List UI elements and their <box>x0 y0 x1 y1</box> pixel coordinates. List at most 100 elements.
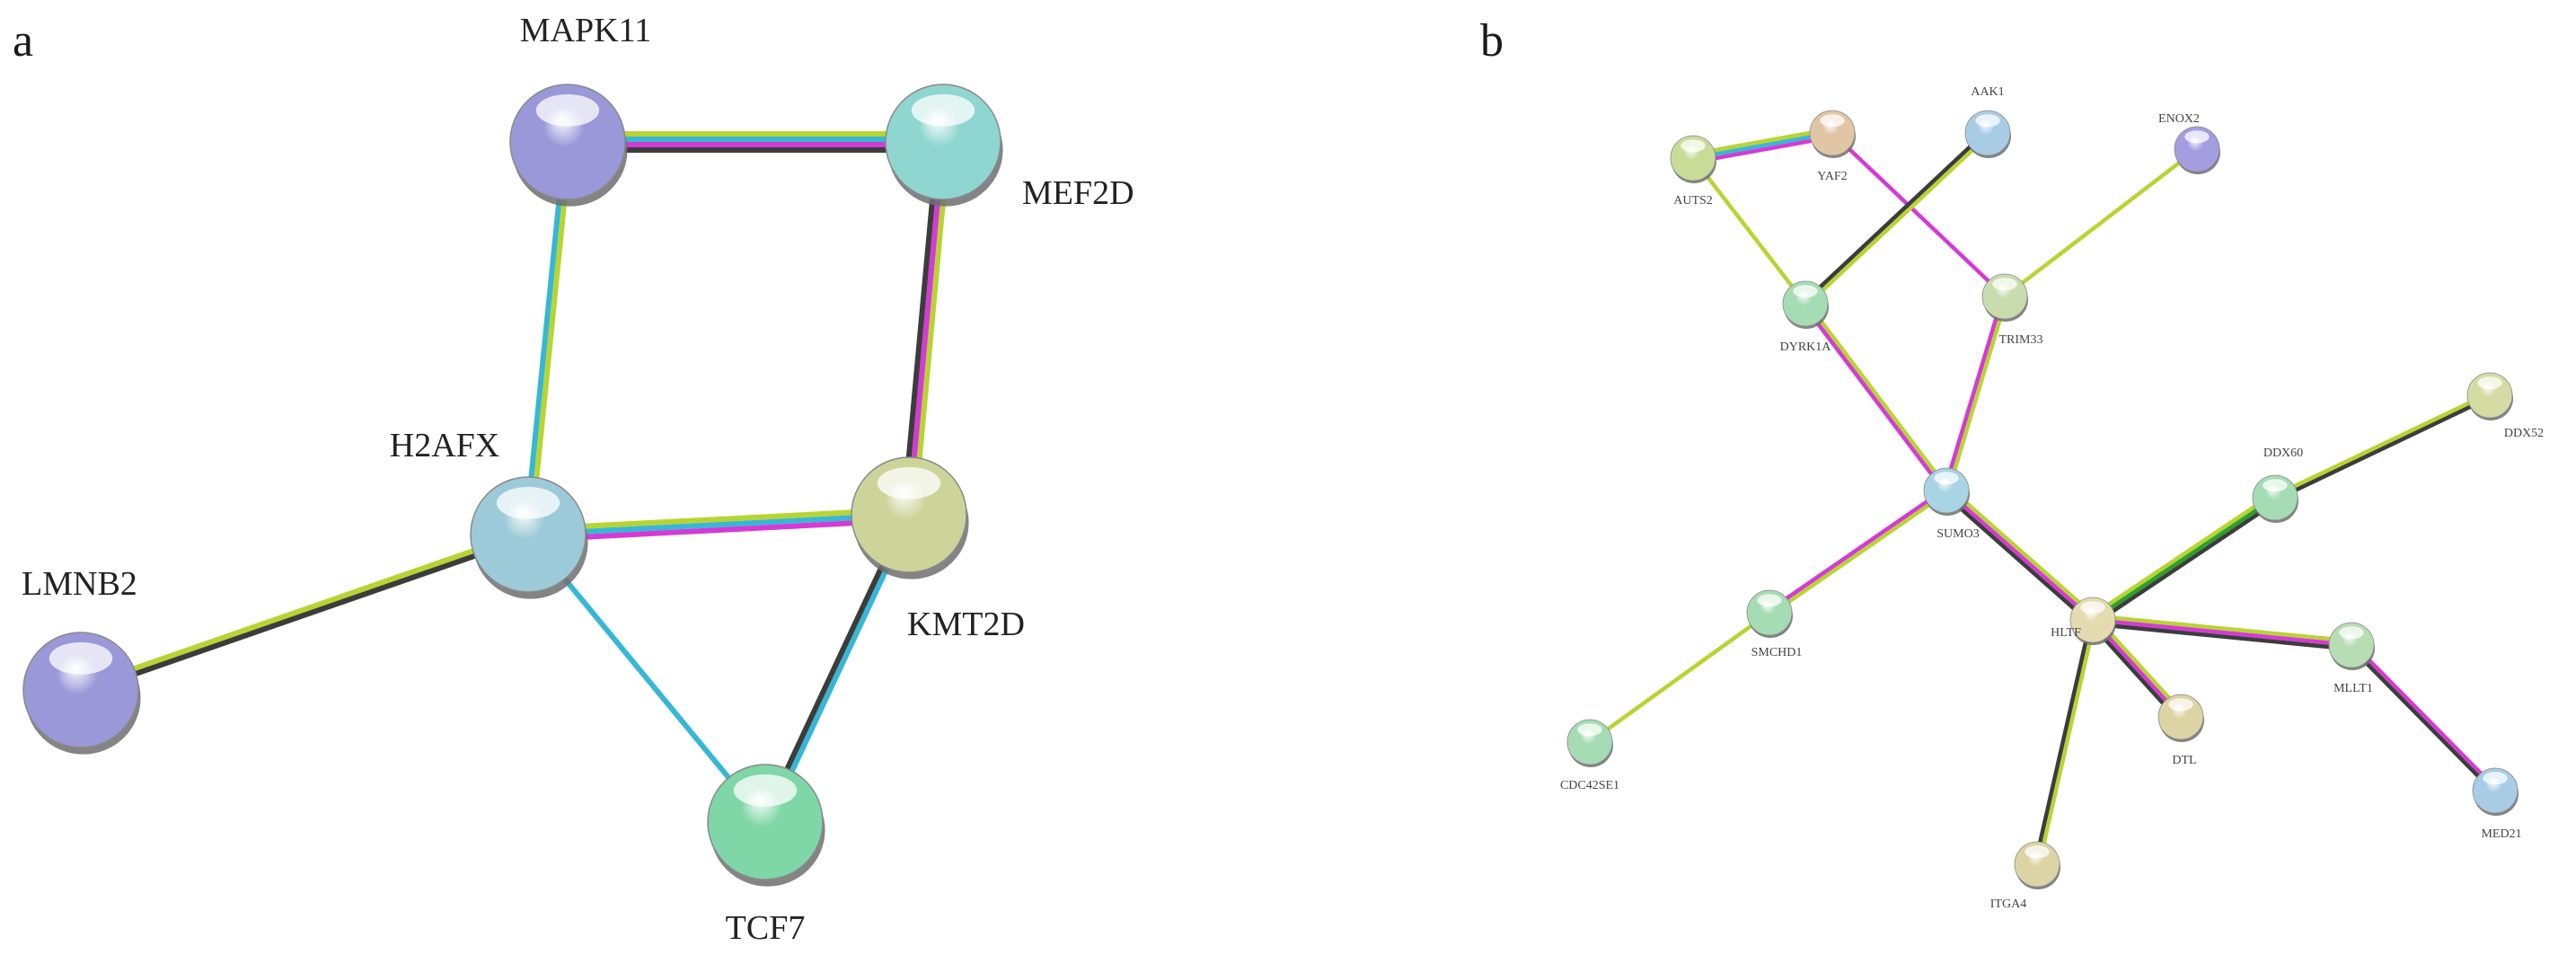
edge-evidence-line <box>1802 304 1946 493</box>
node-highlight <box>1757 594 1782 607</box>
node-h2afx: H2AFX <box>390 427 588 599</box>
edge-mapk11-mef2d <box>568 131 943 153</box>
edge-evidence-line <box>1942 491 2092 625</box>
panel-a-label: a <box>13 15 33 66</box>
node-cdc42se1: CDC42SE1 <box>1560 719 1619 792</box>
edge-evidence-line <box>2089 492 2274 619</box>
edge-aak1-dyrk1a <box>1802 129 1991 307</box>
node-highlight <box>1577 723 1602 737</box>
node-highlight <box>2184 130 2210 144</box>
edge-hltf-itga4 <box>2033 618 2097 866</box>
node-label-yaf2: YAF2 <box>1817 170 1847 183</box>
node-highlight <box>1681 139 1706 153</box>
node-ddx60: DDX60 <box>2252 447 2303 523</box>
node-mllt1: MLLT1 <box>2328 622 2375 695</box>
edge-sumo3-smchd1 <box>1767 487 1949 616</box>
node-highlight <box>1793 285 1818 298</box>
edge-evidence-line <box>1691 127 1832 156</box>
edge-evidence-line <box>528 141 573 535</box>
edge-evidence-line <box>1691 156 1807 305</box>
node-highlight <box>2168 698 2193 712</box>
edge-h2afx-kmt2d <box>527 507 910 543</box>
edge-evidence-line <box>1802 129 1988 304</box>
node-mef2d: MEF2D <box>885 84 1134 212</box>
node-label-h2afx: H2AFX <box>390 427 499 464</box>
edge-mllt1-med21 <box>2348 641 2499 794</box>
node-smchd1: SMCHD1 <box>1746 589 1803 659</box>
edge-evidence-line <box>527 507 909 533</box>
node-label-auts2: AUTS2 <box>1673 194 1713 208</box>
edge-enox2-trim33 <box>2003 147 2199 298</box>
node-label-trim33: TRIM33 <box>1999 333 2043 347</box>
node-auts2: AUTS2 <box>1670 135 1716 208</box>
node-label-mef2d: MEF2D <box>1022 174 1134 212</box>
panel-a-edges <box>79 131 951 825</box>
node-dyrk1a: DYRK1A <box>1780 280 1832 354</box>
edge-evidence-line <box>527 512 910 537</box>
node-dtl: DTL <box>2157 694 2204 767</box>
node-label-hltf: HLTF <box>2051 626 2081 640</box>
edge-evidence-line <box>1692 130 1833 161</box>
edge-evidence-line <box>2033 618 2093 864</box>
node-highlight <box>2025 845 2050 859</box>
edge-evidence-line <box>2093 614 2352 643</box>
node-label-tcf7: TCF7 <box>726 909 806 947</box>
edge-hltf-mllt1 <box>2092 614 2352 651</box>
edge-trim33-sumo3 <box>1942 295 2009 492</box>
node-label-dtl: DTL <box>2172 754 2196 767</box>
node-itga4: ITGA4 <box>1990 841 2060 911</box>
node-label-aak1: AAK1 <box>1971 85 2004 99</box>
edge-auts2-dyrk1a <box>1691 156 1807 305</box>
node-highlight <box>1820 114 1845 128</box>
edge-evidence-line <box>1942 295 2006 491</box>
node-label-ddx52: DDX52 <box>2504 427 2544 440</box>
edge-evidence-line <box>79 529 529 691</box>
edge-dyrk1a-sumo3 <box>1802 301 1950 493</box>
node-label-dyrk1a: DYRK1A <box>1780 340 1832 354</box>
edge-evidence-line <box>2092 617 2352 648</box>
node-highlight <box>2263 479 2288 492</box>
node-kmt2d: KMT2D <box>851 456 1025 643</box>
edge-evidence-line <box>2003 147 2199 298</box>
edge-lmnb2-h2afx <box>79 529 530 695</box>
edge-evidence-line <box>1945 489 2095 622</box>
edge-evidence-line <box>2275 394 2492 502</box>
node-label-cdc42se1: CDC42SE1 <box>1560 779 1619 792</box>
node-trim33: TRIM33 <box>1981 273 2043 347</box>
edge-mapk11-h2afx <box>523 141 573 535</box>
node-highlight <box>733 774 798 807</box>
edge-evidence-line <box>2351 641 2499 791</box>
node-label-smchd1: SMCHD1 <box>1751 646 1803 659</box>
edge-smchd1-cdc42se1 <box>1588 611 1771 744</box>
node-mapk11: MAPK11 <box>509 12 651 207</box>
node-label-itga4: ITGA4 <box>1990 898 2026 911</box>
node-label-lmnb2: LMNB2 <box>22 565 137 603</box>
edge-evidence-line <box>1804 132 1991 307</box>
panel-b-label: b <box>1480 15 1504 66</box>
edge-evidence-line <box>1945 296 2009 492</box>
node-highlight <box>49 641 113 675</box>
edge-yaf2-trim33 <box>1831 131 2007 298</box>
node-label-ddx60: DDX60 <box>2263 447 2303 460</box>
edge-sumo3-hltf <box>1942 485 2097 625</box>
node-label-enox2: ENOX2 <box>2158 112 2200 126</box>
node-highlight <box>2477 376 2502 390</box>
node-lmnb2: LMNB2 <box>22 565 141 755</box>
node-highlight <box>2339 626 2364 640</box>
edge-evidence-line <box>1588 611 1771 744</box>
node-yaf2: YAF2 <box>1809 110 1856 183</box>
edge-evidence-line <box>1769 491 1949 616</box>
node-label-med21: MED21 <box>2481 827 2521 841</box>
edge-ddx60-ddx52 <box>2273 391 2492 502</box>
edge-hltf-ddx60 <box>2089 492 2279 625</box>
edge-evidence-line <box>2348 644 2496 794</box>
edge-auts2-yaf2 <box>1691 127 1834 164</box>
edge-evidence-line <box>2091 496 2277 622</box>
node-highlight <box>1992 278 2017 291</box>
edge-evidence-line <box>1805 301 1950 491</box>
edge-evidence-line <box>2094 499 2279 625</box>
